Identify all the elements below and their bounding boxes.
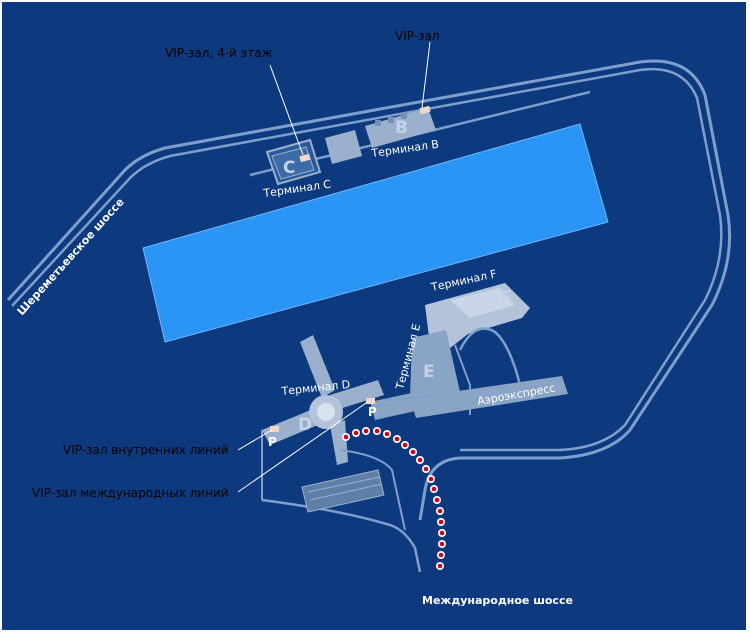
terminal-c-letter: C — [283, 158, 295, 178]
terminal-f-building — [425, 283, 530, 352]
parking-structure-d-stripe-2 — [309, 483, 383, 501]
terminal-f-letter: F — [500, 288, 512, 308]
terminal-e-letter: E — [423, 362, 435, 382]
terminal-d-letter: D — [298, 415, 312, 435]
route-dots — [342, 427, 446, 570]
terminal-b-building — [365, 108, 436, 148]
vip-international-label: VIP-зал международных линий — [32, 486, 229, 500]
aeroexpress-building — [410, 376, 568, 418]
terminal-f-loop-road — [458, 327, 531, 396]
leader-line-vip-b — [421, 41, 431, 109]
vip-marker-d-domestic — [270, 426, 279, 432]
leader-line-vip-c — [269, 64, 304, 156]
parking-label-2: P — [368, 405, 377, 419]
leader-line-vip-international — [237, 400, 370, 493]
parking-label-1: P — [268, 435, 277, 449]
parking-structure-c — [325, 130, 362, 164]
ring-road — [6, 59, 732, 521]
vip-marker-c — [299, 153, 311, 163]
vip-b-label: VIP-зал — [395, 29, 439, 43]
terminal-d-building — [262, 335, 384, 465]
parking-structure-d-stripe — [307, 476, 381, 493]
vip-c-label: VIP-зал, 4-й этаж — [165, 46, 273, 60]
east-road-to-d — [385, 395, 433, 401]
terminal-d-road — [261, 498, 422, 573]
terminal-c-building — [265, 138, 322, 186]
ring-road-inner — [11, 67, 723, 452]
leader-line-vip-domestic — [237, 429, 273, 451]
terminal-d-road-3 — [339, 449, 406, 531]
vip-marker-d-international — [366, 398, 375, 404]
vip-domestic-label: VIP-зал внутренних линий — [63, 443, 229, 457]
international-highway-label: Международное шоссе — [422, 594, 573, 607]
terminal-e-building — [410, 330, 460, 402]
terminal-b-letter: B — [395, 118, 408, 138]
runway — [142, 123, 609, 343]
